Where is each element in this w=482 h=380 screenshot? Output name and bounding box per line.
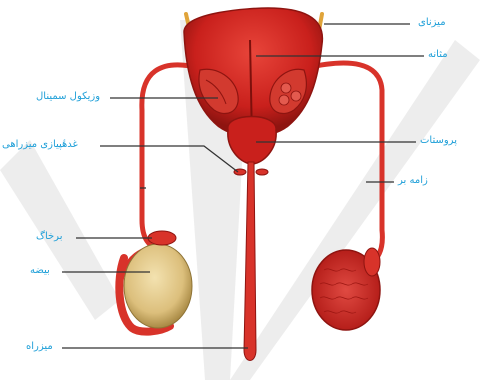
urethra — [244, 162, 256, 361]
label-seminal-vesicle: وزیکول سمینال — [36, 91, 100, 103]
label-ureter: میزنای — [418, 17, 446, 29]
label-bulbourethral-gland: غدهٔپیازی میزراهی — [2, 139, 78, 151]
label-urethra: میزراه — [26, 341, 53, 353]
left-testis — [124, 244, 192, 328]
right-epididymis — [364, 248, 380, 276]
left-epididymis — [148, 231, 176, 245]
left-testis-group — [119, 231, 192, 332]
label-bladder: مثانه — [428, 49, 448, 61]
label-testis: بیضه — [30, 265, 50, 277]
label-prostate: پروستات — [420, 135, 457, 147]
label-vas-deferens: زامه بر — [398, 175, 428, 187]
right-testis-group — [312, 248, 380, 330]
label-epididymis: برخاگ — [36, 231, 62, 243]
